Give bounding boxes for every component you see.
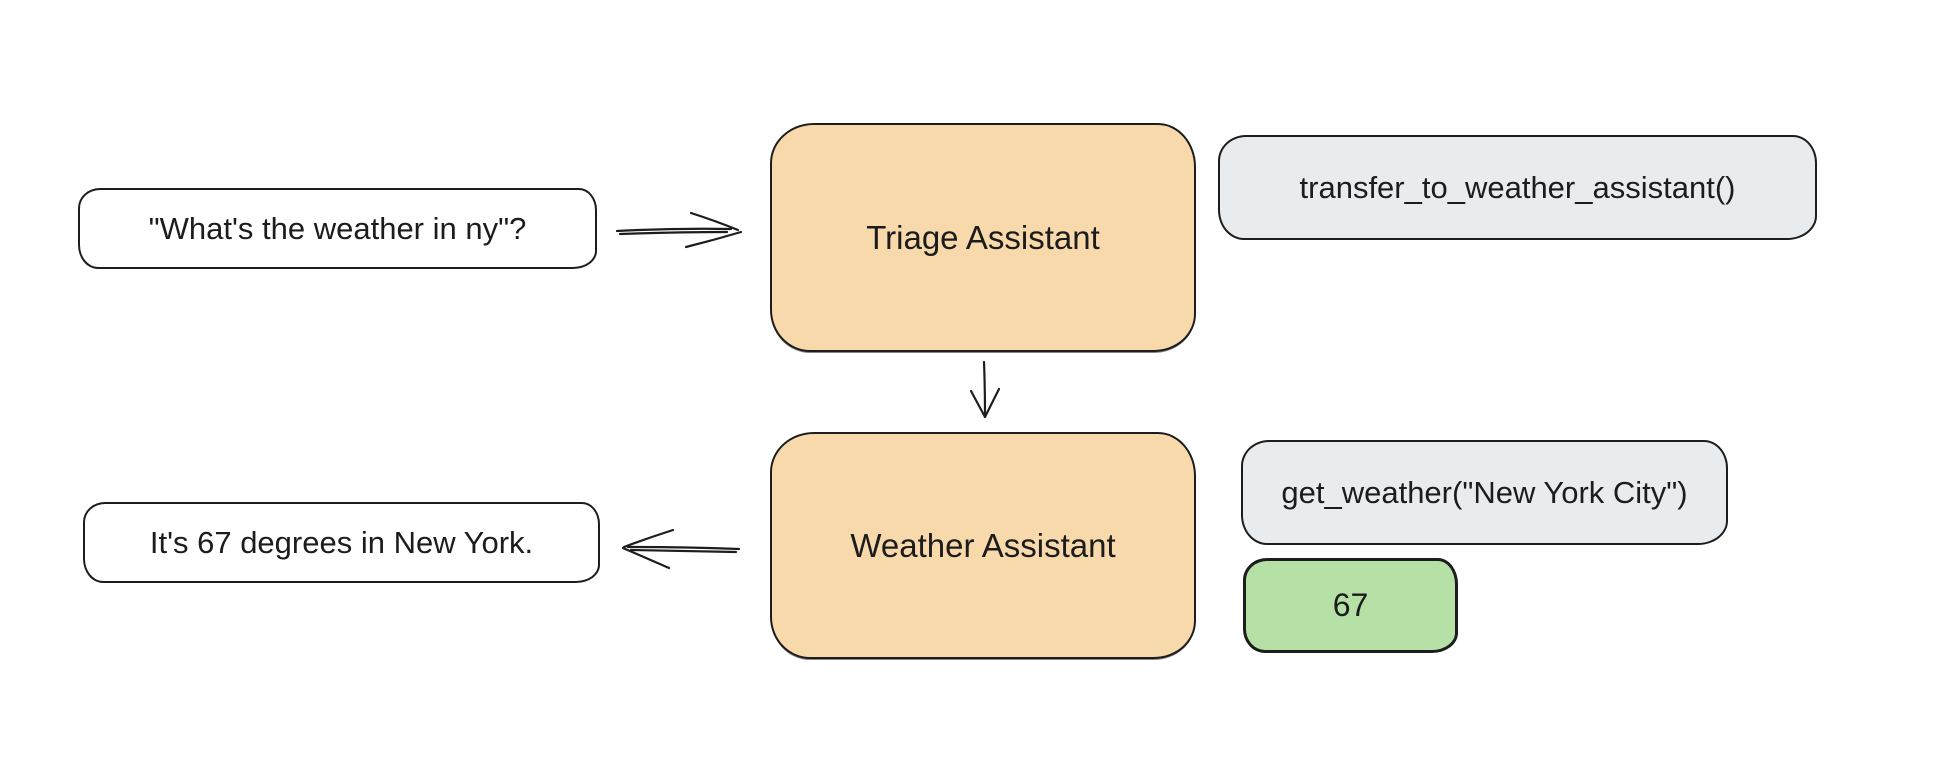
transfer-tool-call-text: transfer_to_weather_assistant() [1299, 169, 1736, 205]
assistant-reply-text: It's 67 degrees in New York. [149, 524, 534, 560]
assistant-reply-bubble: It's 67 degrees in New York. [83, 502, 600, 583]
user-to-triage-arrow [615, 211, 743, 249]
user-query-text: "What's the weather in ny"? [148, 210, 527, 246]
tool-result-node: 67 [1243, 558, 1458, 653]
triage-assistant-label: Triage Assistant [866, 218, 1100, 256]
transfer-tool-call-node: transfer_to_weather_assistant() [1218, 135, 1817, 240]
get-weather-tool-call-text: get_weather("New York City") [1281, 474, 1688, 510]
weather-assistant-node: Weather Assistant [770, 432, 1196, 659]
triage-to-weather-arrow [969, 360, 1001, 419]
tool-result-text: 67 [1332, 587, 1369, 624]
get-weather-tool-call-node: get_weather("New York City") [1241, 440, 1728, 545]
triage-assistant-node: Triage Assistant [770, 123, 1196, 352]
weather-to-reply-arrow [621, 528, 741, 570]
weather-assistant-label: Weather Assistant [850, 526, 1116, 564]
user-query-bubble: "What's the weather in ny"? [78, 188, 597, 269]
